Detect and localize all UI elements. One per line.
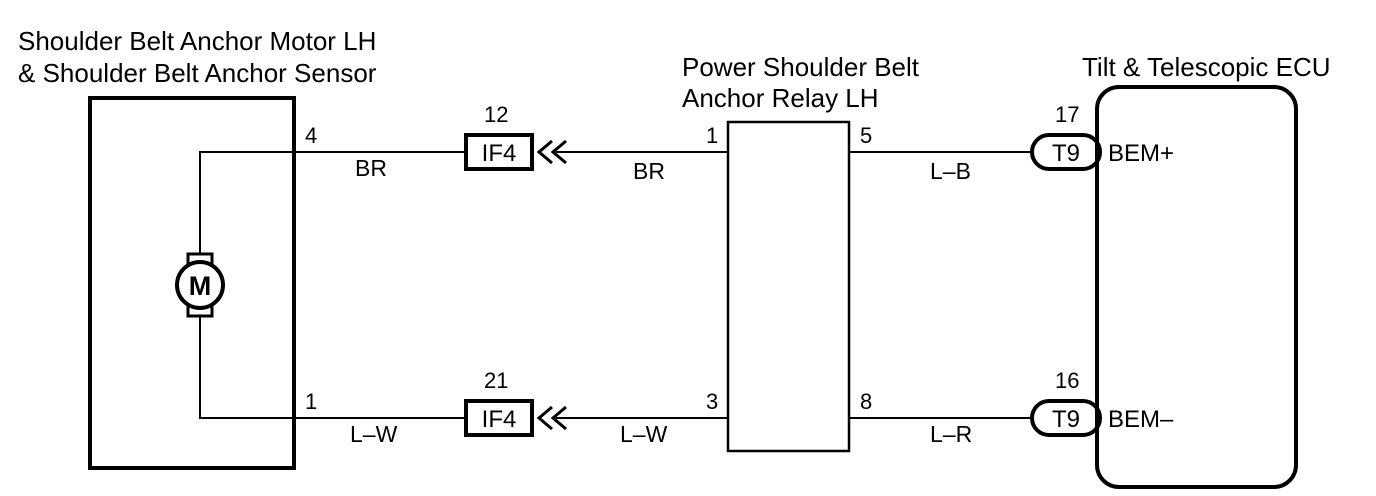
- connector-t9-bottom-label: T9: [1052, 406, 1080, 433]
- connector-if4-top-box: [464, 133, 534, 171]
- relay-title-line1: Power Shoulder Belt: [682, 52, 920, 82]
- connector-t9-top-pin: 17: [1055, 102, 1079, 127]
- motor-internal-wire-top: [199, 151, 294, 255]
- wire-label-top-mid: BR: [633, 158, 665, 184]
- connector-t9-top-box: [1030, 133, 1102, 171]
- relay-pin-3: 3: [706, 389, 718, 414]
- motor-symbol-label: M: [189, 271, 212, 301]
- connector-if4-top-chevron-icon: [536, 139, 553, 165]
- motor-unit-title-line1: Shoulder Belt Anchor Motor LH: [18, 26, 376, 56]
- motor-unit: Shoulder Belt Anchor Motor LH & Shoulder…: [18, 26, 377, 470]
- connector-t9-top-label: T9: [1052, 140, 1080, 167]
- motor-unit-box: [88, 96, 296, 470]
- connector-if4-top-pin: 12: [484, 102, 508, 127]
- connector-if4-bottom-chevron-icon: [550, 405, 567, 431]
- relay-pin-1: 1: [706, 123, 718, 148]
- motor-icon: M: [175, 252, 225, 318]
- connector-if4-bottom-label: IF4: [482, 406, 517, 433]
- wire-label-bottom-mid: L–W: [620, 421, 668, 447]
- motor-pin-1: 1: [305, 389, 317, 414]
- wire-label-bottom-right: L–R: [930, 421, 972, 447]
- ecu: Tilt & Telescopic ECU BEM+ BEM–: [1082, 52, 1331, 489]
- relay-pin-5: 5: [860, 123, 872, 148]
- wire-label-bottom-left: L–W: [350, 421, 398, 447]
- relay-box: [726, 120, 851, 453]
- connector-if4-bottom-box: [464, 399, 534, 437]
- ecu-title: Tilt & Telescopic ECU: [1082, 52, 1331, 82]
- ecu-terminal-bem-plus: BEM+: [1108, 140, 1174, 167]
- ecu-terminal-bem-minus: BEM–: [1108, 406, 1174, 433]
- connector-if4-top-chevron-icon: [550, 139, 567, 165]
- ecu-box: [1095, 85, 1298, 489]
- relay-title-line2: Anchor Relay LH: [682, 83, 879, 113]
- connector-t9-top: 17 T9: [1030, 102, 1102, 171]
- wire-label-top-left: BR: [355, 155, 387, 181]
- motor-unit-title-line2: & Shoulder Belt Anchor Sensor: [18, 58, 377, 88]
- connector-t9-bottom-box: [1030, 399, 1102, 437]
- relay: Power Shoulder Belt Anchor Relay LH 1 3 …: [682, 52, 920, 453]
- connector-t9-bottom-pin: 16: [1055, 368, 1079, 393]
- relay-pin-8: 8: [860, 389, 872, 414]
- connector-if4-bottom: 21 IF4: [464, 368, 567, 437]
- connector-t9-bottom: 16 T9: [1030, 368, 1102, 437]
- connector-if4-bottom-chevron-icon: [536, 405, 553, 431]
- connector-if4-bottom-pin: 21: [484, 368, 508, 393]
- connector-if4-top-label: IF4: [482, 140, 517, 167]
- motor-internal-wire-bottom: [199, 316, 294, 419]
- motor-pin-4: 4: [305, 123, 317, 148]
- wire-label-top-right: L–B: [930, 158, 971, 184]
- connector-if4-top: 12 IF4: [464, 102, 567, 171]
